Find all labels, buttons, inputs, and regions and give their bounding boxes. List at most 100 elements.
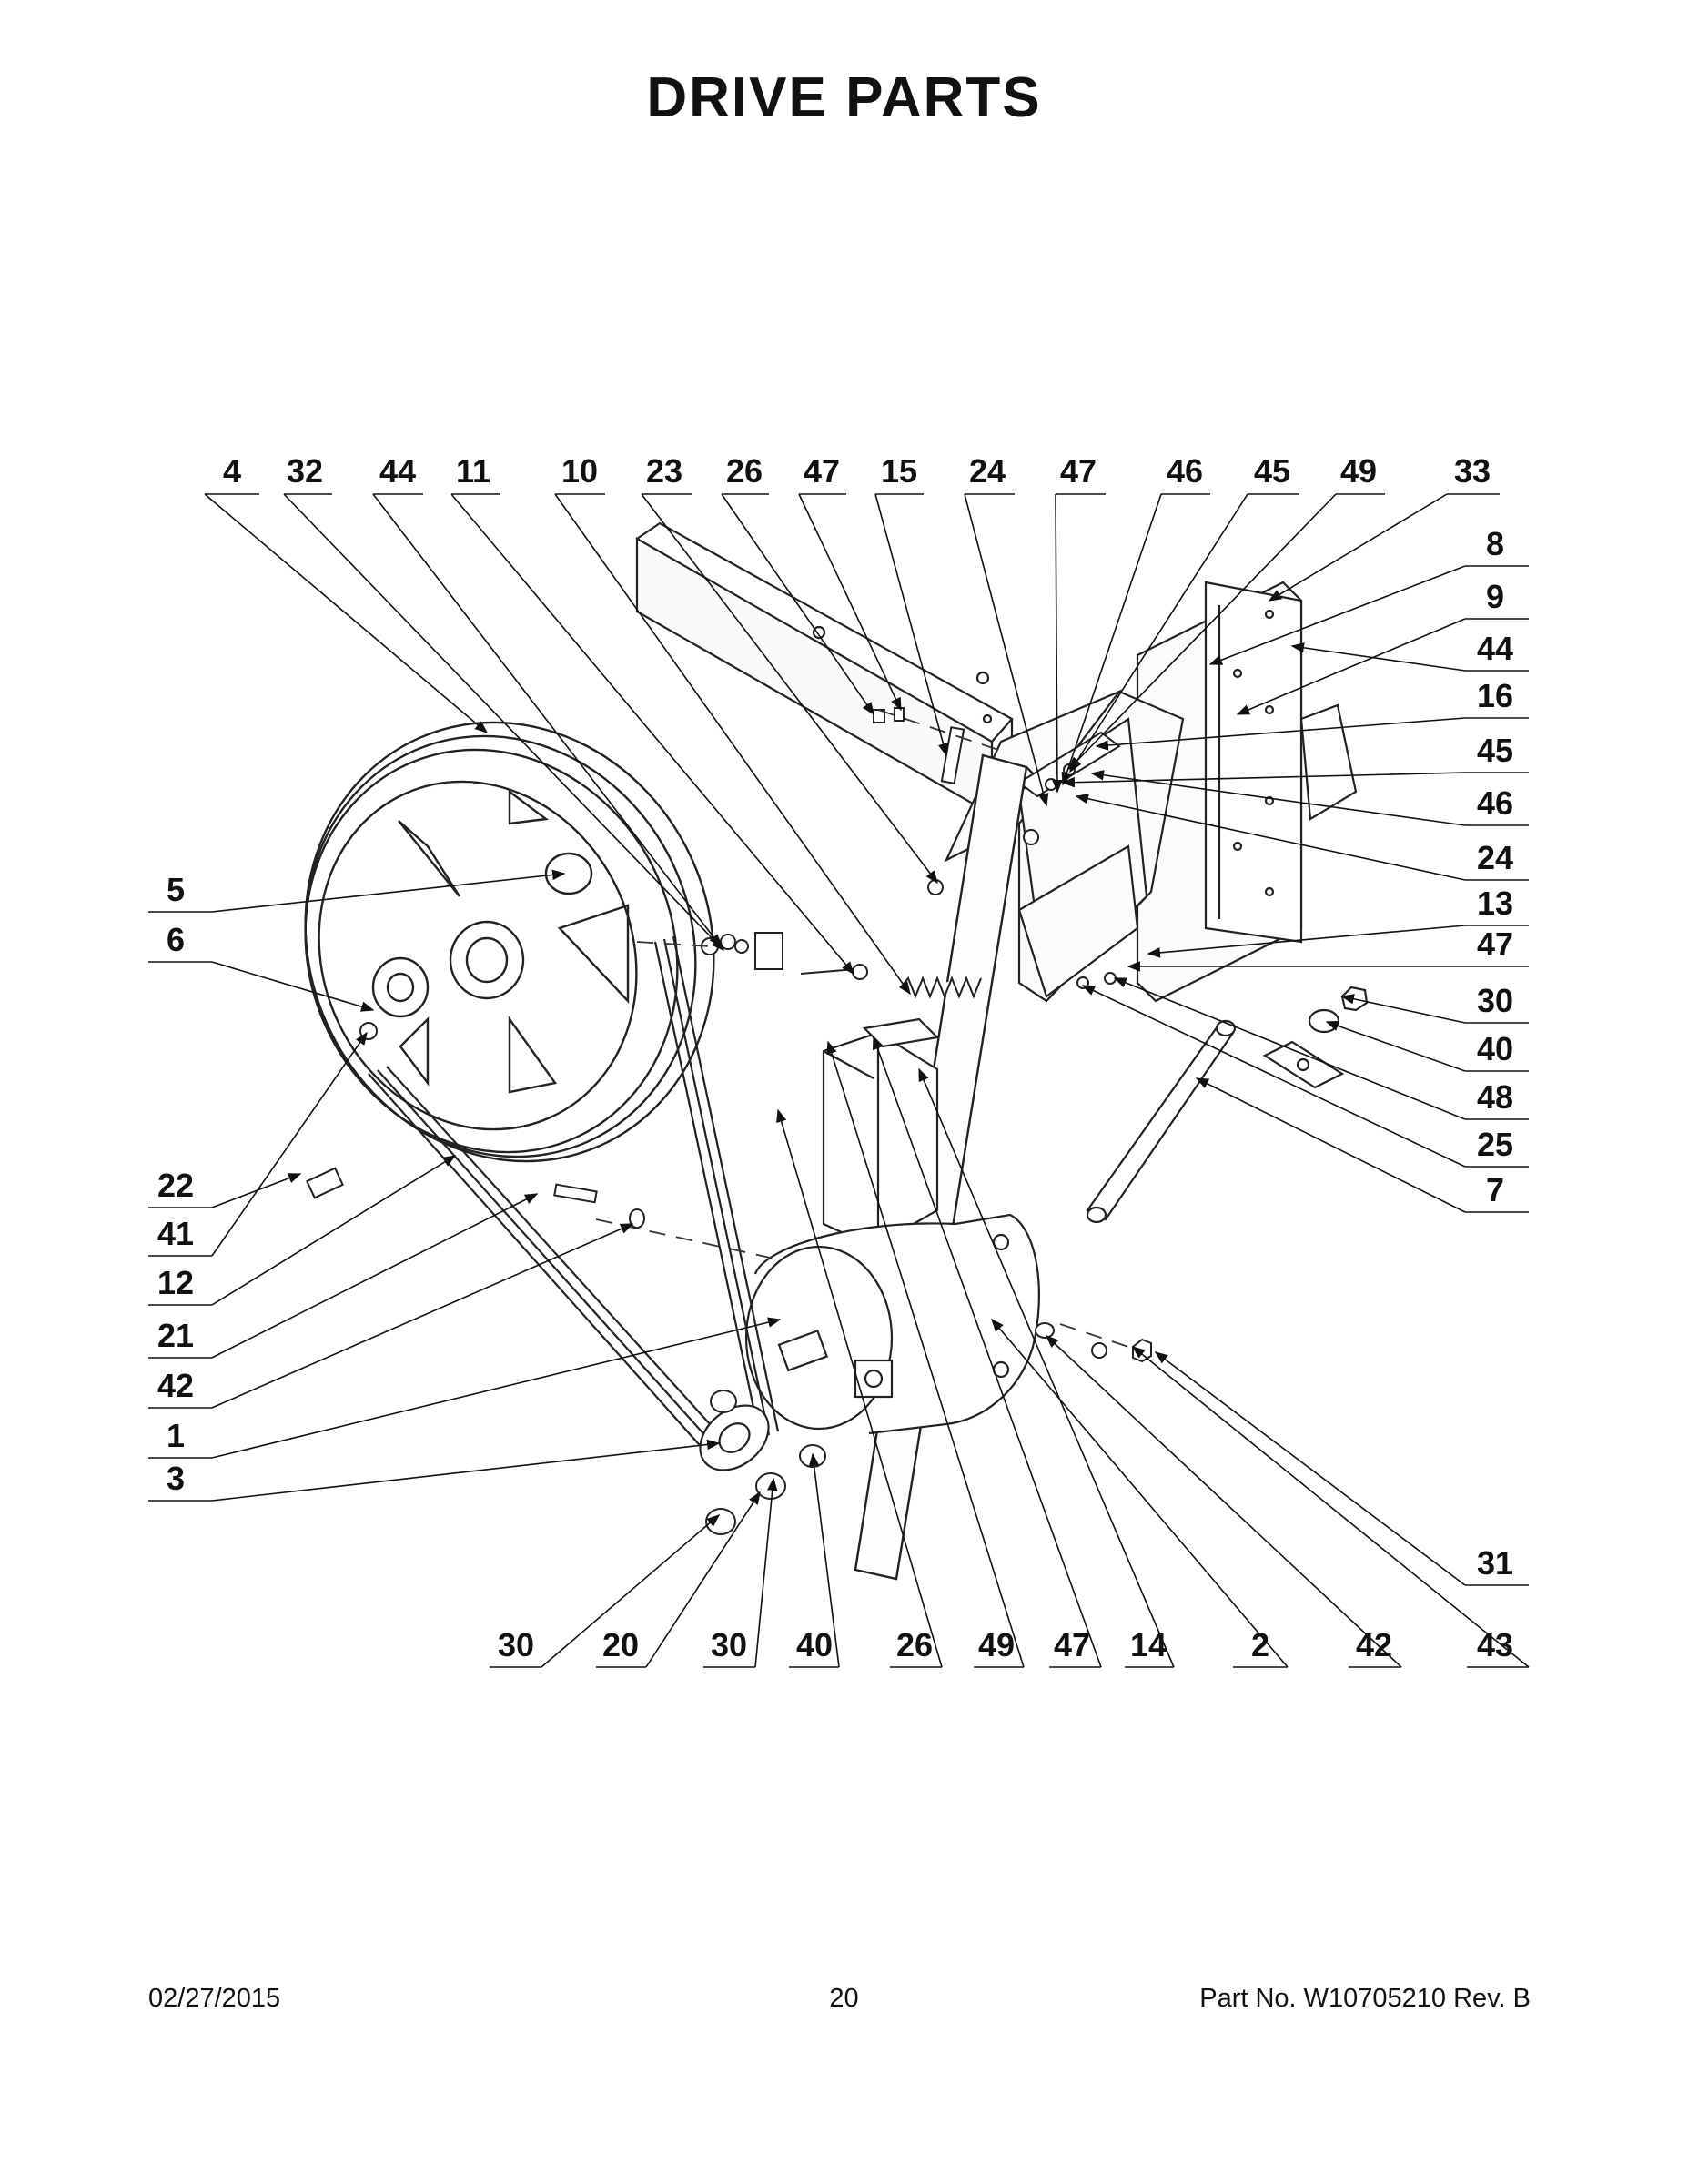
callout-leader bbox=[721, 493, 874, 716]
callout-number: 47 bbox=[1060, 452, 1097, 490]
callout-number: 20 bbox=[602, 1626, 639, 1663]
callout-number: 24 bbox=[969, 452, 1006, 490]
callout-leader bbox=[211, 961, 375, 1012]
callout-number: 16 bbox=[1477, 677, 1513, 714]
callout-number: 14 bbox=[1130, 1626, 1167, 1663]
callout-leader bbox=[1095, 717, 1466, 751]
callout-number: 15 bbox=[881, 452, 917, 490]
callout-leader bbox=[1061, 493, 1162, 786]
callout-number: 9 bbox=[1486, 578, 1504, 615]
callout-number: 45 bbox=[1477, 732, 1513, 769]
callout-leader bbox=[1045, 1335, 1402, 1668]
callout-leader bbox=[991, 1318, 1289, 1668]
mounting-bracket-assembly bbox=[944, 581, 1358, 1003]
callout-leader bbox=[808, 1452, 840, 1668]
callout-number: 45 bbox=[1254, 452, 1290, 490]
callout-leader bbox=[211, 869, 566, 913]
callout-number: 30 bbox=[1477, 982, 1513, 1019]
callout-leader bbox=[1061, 772, 1466, 788]
callout-number: 7 bbox=[1486, 1171, 1504, 1208]
callout-leader bbox=[874, 493, 949, 757]
footer-page-number: 20 bbox=[829, 1984, 859, 2013]
motor bbox=[744, 1213, 1040, 1435]
callout-number: 1 bbox=[167, 1417, 185, 1454]
shaft bbox=[1086, 1019, 1237, 1224]
callout-leader bbox=[1081, 985, 1466, 1168]
callout-leader bbox=[641, 493, 938, 885]
callout-leader bbox=[1340, 994, 1466, 1024]
callout-leader bbox=[1069, 493, 1248, 774]
callout-number: 47 bbox=[1477, 925, 1513, 963]
callout-number: 22 bbox=[157, 1167, 194, 1204]
page-title: DRIVE PARTS bbox=[646, 66, 1042, 129]
callout-leader bbox=[754, 1477, 778, 1668]
callout-number: 2 bbox=[1251, 1626, 1269, 1663]
callout-number: 21 bbox=[157, 1317, 194, 1354]
callout-leader bbox=[1090, 770, 1466, 826]
callout-number: 11 bbox=[456, 452, 490, 490]
callout-number: 41 bbox=[157, 1215, 194, 1252]
callout-number: 43 bbox=[1477, 1626, 1513, 1663]
callout-leader bbox=[964, 493, 1049, 807]
callout-number: 46 bbox=[1167, 452, 1203, 490]
callout-number: 44 bbox=[1477, 630, 1513, 667]
drive-belt bbox=[368, 935, 780, 1471]
callout-leader bbox=[1154, 1351, 1466, 1586]
callout-leader bbox=[211, 1155, 457, 1306]
callout-leader bbox=[211, 1173, 302, 1208]
large-pulley bbox=[304, 721, 715, 1163]
callout-number: 48 bbox=[1477, 1078, 1513, 1116]
callout-number: 24 bbox=[1477, 839, 1513, 876]
callout-leader bbox=[372, 493, 722, 948]
footer-part-number: Part No. W10705210 Rev. B bbox=[1199, 1984, 1531, 2013]
callout-number: 6 bbox=[167, 921, 185, 958]
callout-leader bbox=[1067, 493, 1337, 771]
callout-number: 26 bbox=[726, 452, 763, 490]
callout-number: 26 bbox=[896, 1626, 933, 1663]
fasteners bbox=[306, 707, 1152, 1535]
callout-leader bbox=[1075, 794, 1466, 881]
callout-number: 10 bbox=[561, 452, 598, 490]
callout-number: 13 bbox=[1477, 885, 1513, 922]
spring-and-rod bbox=[701, 932, 982, 999]
callout-number: 47 bbox=[1054, 1626, 1090, 1663]
callout-number: 30 bbox=[711, 1626, 747, 1663]
callout-leader bbox=[872, 1036, 1102, 1668]
callout-number: 42 bbox=[157, 1367, 194, 1404]
callout-number: 44 bbox=[379, 452, 416, 490]
callout-number: 33 bbox=[1454, 452, 1491, 490]
callout-leader bbox=[541, 1514, 721, 1668]
callout-number: 3 bbox=[167, 1460, 185, 1497]
callout-leader bbox=[918, 1067, 1175, 1668]
callout-number: 30 bbox=[498, 1626, 534, 1663]
callout-leader bbox=[1195, 1077, 1466, 1213]
footer-date: 02/27/2015 bbox=[148, 1984, 281, 2013]
callout-leader bbox=[211, 1439, 721, 1502]
callout-number: 23 bbox=[646, 452, 682, 490]
lower-bracket bbox=[822, 1017, 940, 1249]
callout-number: 49 bbox=[1340, 452, 1377, 490]
callout-leader bbox=[798, 493, 902, 712]
callout-number: 40 bbox=[1477, 1030, 1513, 1067]
callout-leader bbox=[1113, 977, 1466, 1120]
callout-leader bbox=[211, 1317, 782, 1459]
callout-leader bbox=[211, 1193, 539, 1359]
callout-leader bbox=[1290, 642, 1466, 672]
callout-leader bbox=[554, 493, 911, 996]
callout-leader bbox=[450, 493, 854, 976]
callout-leader bbox=[1147, 925, 1466, 958]
callout-leader bbox=[1052, 493, 1063, 794]
callout-leader bbox=[645, 1491, 761, 1668]
callout-number: 5 bbox=[167, 871, 185, 908]
callout-number: 46 bbox=[1477, 784, 1513, 822]
washer-plate bbox=[1262, 986, 1369, 1089]
callout-leader bbox=[826, 1040, 1025, 1668]
callout-number: 8 bbox=[1486, 525, 1504, 562]
callout-leader bbox=[776, 1108, 943, 1668]
callout-number: 32 bbox=[287, 452, 323, 490]
callout-number: 42 bbox=[1356, 1626, 1392, 1663]
callout-number: 4 bbox=[223, 452, 241, 490]
callout-number: 31 bbox=[1477, 1544, 1513, 1582]
callout-leader bbox=[1208, 565, 1466, 665]
